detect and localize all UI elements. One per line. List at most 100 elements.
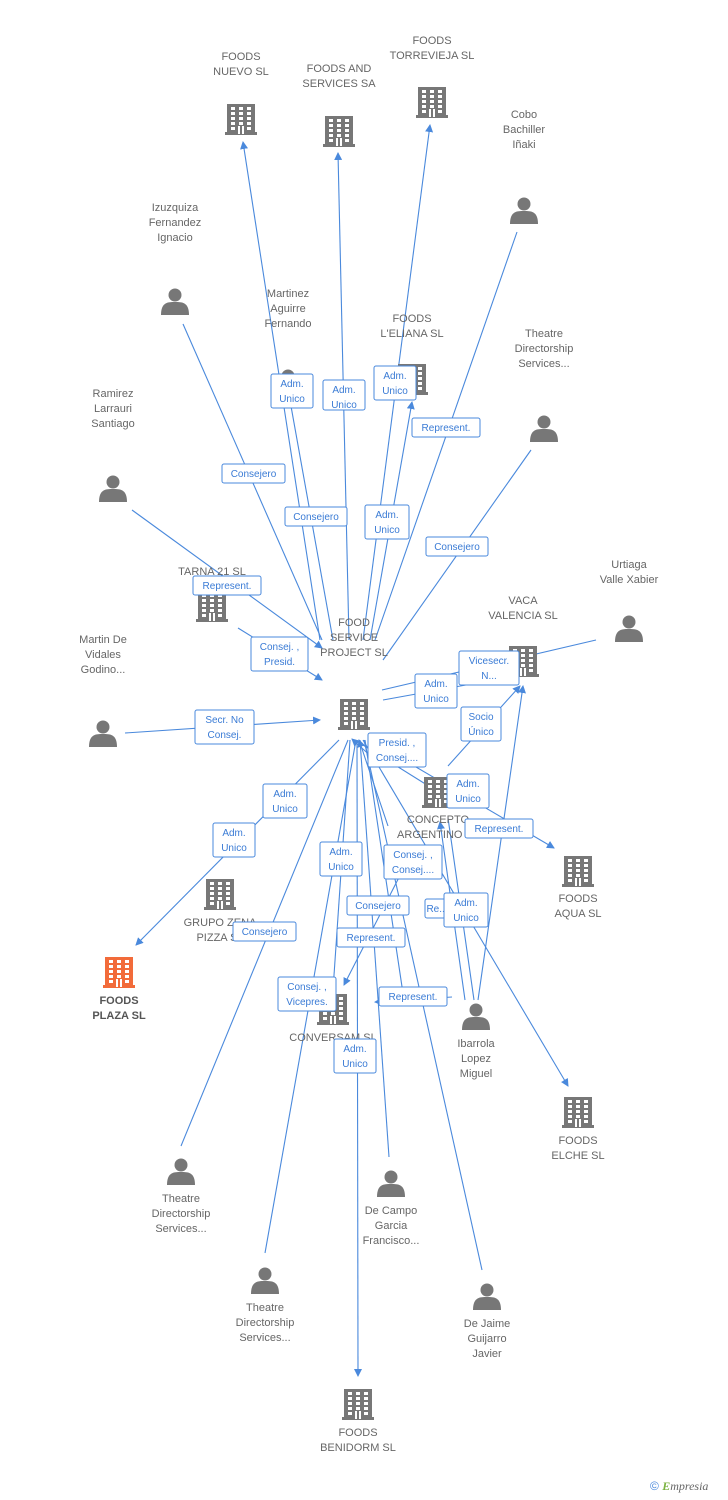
building-icon (342, 1389, 374, 1420)
relationship-label[interactable]: Adm.Unico (414, 673, 458, 709)
node-label-line: Santiago (91, 418, 134, 430)
node-label-line: Bachiller (503, 124, 546, 136)
person-icon (89, 720, 117, 747)
relationship-label[interactable]: Adm.Unico (443, 892, 489, 928)
relationship-label-text: Represent. (475, 824, 524, 835)
node-label-line: BENIDORM SL (320, 1442, 396, 1454)
node-label-line: Lopez (461, 1053, 491, 1065)
person-icon (510, 197, 538, 224)
relationship-label[interactable]: Consejero (425, 536, 489, 557)
relationship-label-text: Unico (221, 843, 247, 854)
node-label-line: SERVICE (330, 632, 378, 644)
node-martin[interactable]: Martin DeVidalesGodino... (79, 634, 127, 747)
node-label-line: Vidales (85, 649, 121, 661)
relationship-label-text: Adm. (454, 898, 477, 909)
relationship-label-box (232, 921, 297, 942)
relationship-label-text: Adm. (280, 379, 303, 390)
relationship-label[interactable]: Adm.Unico (262, 783, 308, 819)
relationship-label-text: Socio (468, 712, 493, 723)
node-foods-torrevieja[interactable]: FOODS TORREVIEJA SL (390, 35, 475, 118)
relationship-label[interactable]: Consejero (346, 895, 410, 916)
relationship-label[interactable]: Represent. (378, 986, 448, 1007)
node-label-line: FOODS (99, 995, 138, 1007)
node-label-line: SERVICES SA (302, 78, 376, 90)
relationship-label-text: Represent. (389, 992, 438, 1003)
node-label-line: Javier (472, 1348, 502, 1360)
node-theatre3[interactable]: TheatreDirectorshipServices... (236, 1267, 295, 1345)
relationship-label-box (364, 504, 410, 540)
relationship-label[interactable]: Adm. Unico (270, 373, 314, 409)
relationship-label[interactable]: Consejero (232, 921, 297, 942)
relationship-label[interactable]: Consejero (284, 506, 348, 527)
relationship-label[interactable]: Consej. ,Consej.... (383, 844, 443, 880)
relationship-label-text: Adm. (343, 1044, 366, 1055)
relationship-label-text: Unico (382, 386, 408, 397)
relationship-label[interactable]: Adm.Unico (333, 1038, 377, 1074)
node-label-line: FOODS (412, 35, 451, 47)
relationship-label[interactable]: Adm.Unico (322, 379, 366, 411)
relationship-label-box (464, 818, 534, 839)
node-label-line: VALENCIA SL (488, 610, 558, 622)
building-icon (323, 116, 355, 147)
relationship-label[interactable]: Represent. (411, 417, 481, 438)
relationship-label[interactable]: Consej. ,Vicepres. (277, 976, 337, 1012)
relationship-label-text: Adm. (329, 847, 352, 858)
relationship-label-text: Unico (279, 394, 305, 405)
relationship-label[interactable]: Consej. ,Presid. (250, 636, 309, 672)
building-icon (103, 957, 135, 988)
node-theatre2[interactable]: TheatreDirectorshipServices... (152, 1158, 211, 1236)
node-label-line: Theatre (162, 1193, 200, 1205)
node-label-line: PROJECT SL (320, 647, 388, 659)
edge-labels-layer: Adm.UnicoAdm.UnicoAdm.UnicoRepresent.Con… (192, 365, 534, 1074)
node-label-line: Services... (518, 358, 569, 370)
relationship-label[interactable]: Presid. ,Consej.... (367, 732, 427, 768)
relationship-label[interactable]: Adm.Unico (446, 773, 490, 809)
relationship-label[interactable]: Represent. (192, 575, 262, 596)
relationship-label[interactable]: Consejero (221, 463, 286, 484)
node-label-line: Aguirre (270, 303, 305, 315)
building-icon (225, 104, 257, 135)
node-label-line: TORREVIEJA SL (390, 50, 475, 62)
relationship-label[interactable]: Adm.Unico (319, 841, 363, 877)
relationship-label[interactable]: Adm.Unico (212, 822, 256, 858)
node-decampo[interactable]: De CampoGarciaFrancisco... (363, 1170, 420, 1248)
relationship-label[interactable]: Adm.Unico (364, 504, 410, 540)
node-label-line: De Jaime (464, 1318, 510, 1330)
node-label-line: De Campo (365, 1205, 418, 1217)
relationship-label[interactable]: Vicesecr.N... (458, 650, 520, 686)
relationship-label-box (194, 709, 255, 745)
relationship-label[interactable]: Represent. (336, 927, 406, 948)
building-icon (204, 879, 236, 910)
relationship-label-text: Consej.... (376, 753, 418, 764)
relationship-label[interactable]: Represent. (464, 818, 534, 839)
person-icon (161, 288, 189, 315)
relationship-label-text: Consej. , (260, 642, 299, 653)
node-label-line: Francisco... (363, 1235, 420, 1247)
relationship-label[interactable]: Adm.Unico (373, 365, 417, 401)
node-label-line: NUEVO SL (213, 66, 269, 78)
relationship-label-text: Unico (272, 804, 298, 815)
node-label-line: Godino... (81, 664, 126, 676)
person-icon (530, 415, 558, 442)
node-theatre1[interactable]: TheatreDirectorshipServices... (515, 328, 574, 442)
relationship-label-text: Consejero (293, 512, 339, 523)
relationship-label-box (443, 892, 489, 928)
person-icon (462, 1003, 490, 1030)
relationship-label-text: Secr. No (205, 715, 244, 726)
